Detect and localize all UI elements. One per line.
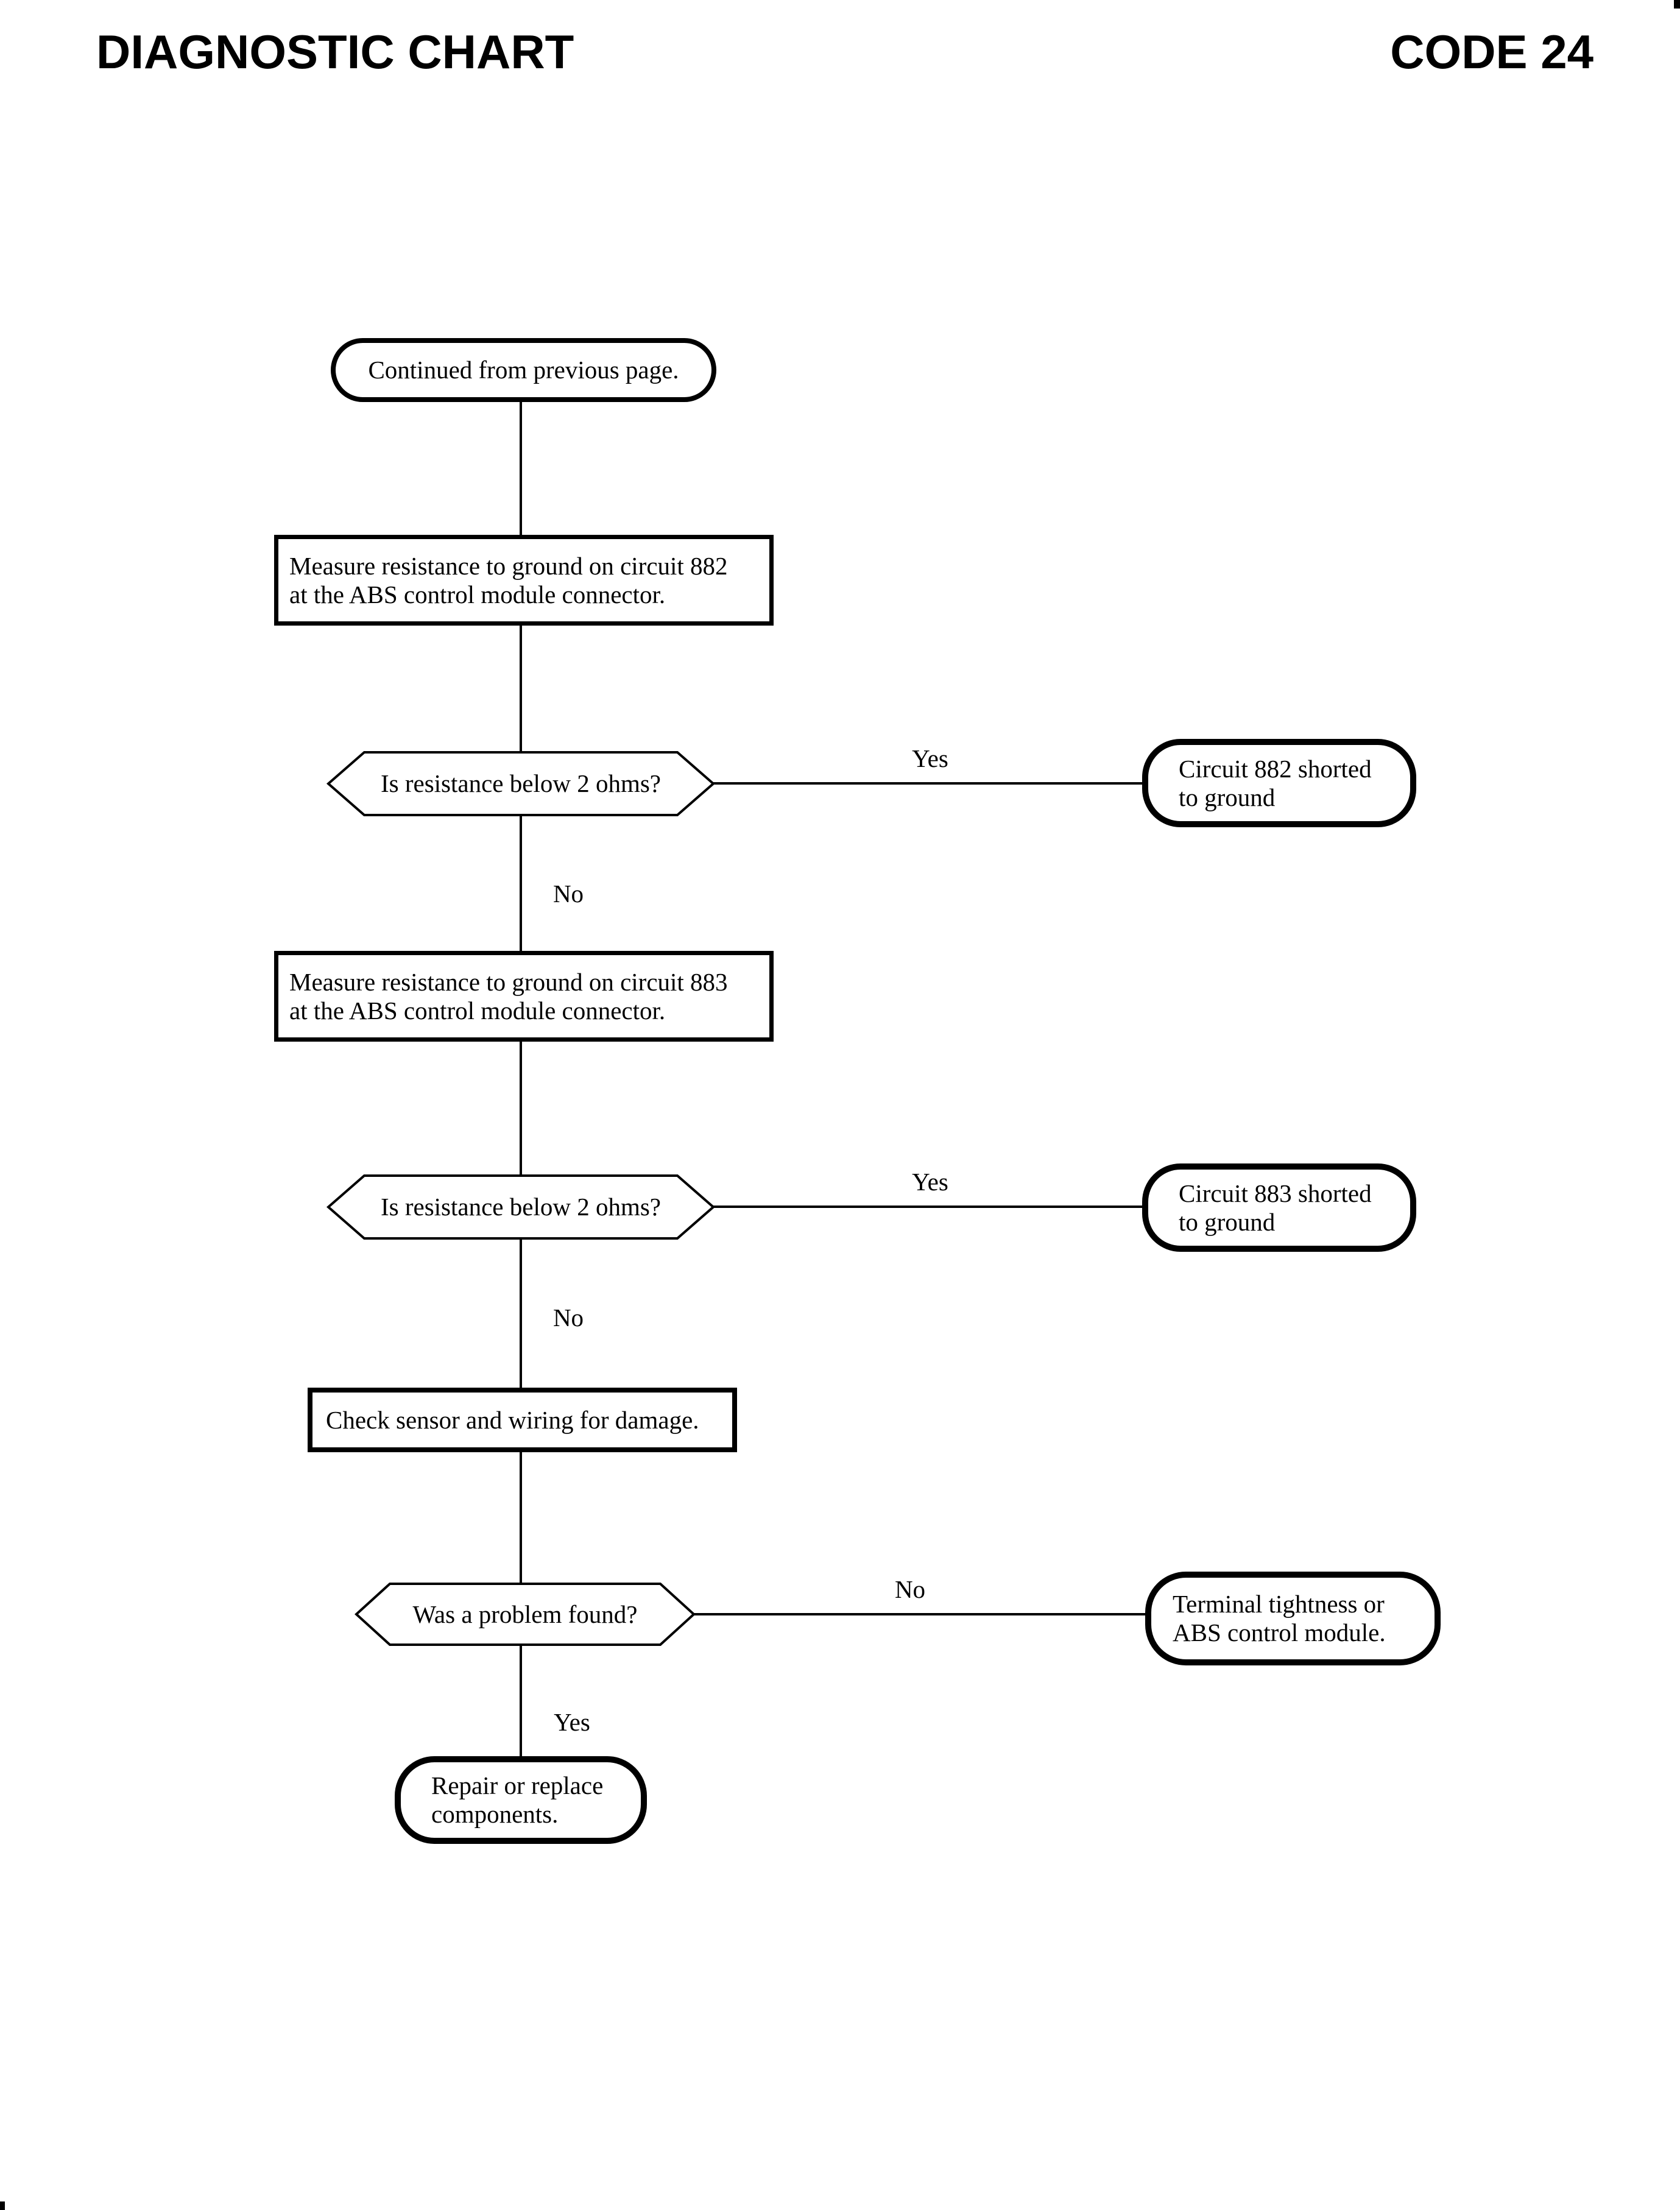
measure883-process-shape — [274, 951, 774, 1042]
repair-terminator-label: Repair or replace components. — [431, 1756, 638, 1844]
problem-yes-label: Yes — [554, 1708, 590, 1736]
decision883-text: Is resistance below 2 ohms? — [381, 1193, 661, 1221]
check-process-label: Check sensor and wiring for damage. — [326, 1388, 728, 1452]
decision882-label: Is resistance below 2 ohms? — [328, 752, 713, 815]
problem-text: Was a problem found? — [412, 1600, 638, 1628]
shorted882-terminator-shape — [1142, 739, 1416, 827]
decision882-yes-label: Yes — [912, 744, 948, 772]
problem-decision-label: Was a problem found? — [356, 1584, 694, 1645]
shorted882-line1: Circuit 882 shorted — [1179, 754, 1372, 783]
shorted882-terminator-label: Circuit 882 shorted to ground — [1179, 739, 1404, 827]
decision883-hexagon-shape — [326, 1174, 716, 1240]
problem-hexagon-shape — [355, 1583, 696, 1646]
measure883-process-label: Measure resistance to ground on circuit … — [289, 951, 764, 1042]
shorted882-line2: to ground — [1179, 783, 1276, 811]
measure883-line2: at the ABS control module connector. — [289, 996, 666, 1025]
shorted883-terminator-label: Circuit 883 shorted to ground — [1179, 1163, 1404, 1252]
page-title: DIAGNOSTIC CHART — [96, 25, 574, 79]
measure882-line1: Measure resistance to ground on circuit … — [289, 551, 728, 580]
check-process-shape — [308, 1388, 737, 1452]
shorted883-terminator-shape — [1142, 1163, 1416, 1252]
measure882-process-shape — [274, 535, 774, 626]
shorted883-line1: Circuit 883 shorted — [1179, 1179, 1372, 1207]
measure883-line1: Measure resistance to ground on circuit … — [289, 967, 728, 996]
decision882-hexagon-shape — [326, 751, 716, 816]
check-text: Check sensor and wiring for damage. — [326, 1405, 699, 1434]
scan-artifact-bottom-left — [0, 2201, 5, 2210]
terminal-line1: Terminal tightness or — [1173, 1590, 1385, 1618]
decision883-label: Is resistance below 2 ohms? — [328, 1176, 713, 1238]
scan-artifact-top-right — [1674, 0, 1680, 9]
repair-line1: Repair or replace — [431, 1771, 604, 1799]
decision883-yes-label: Yes — [912, 1168, 948, 1196]
decision882-no-label: No — [552, 880, 584, 908]
shorted883-line2: to ground — [1179, 1207, 1276, 1236]
terminal-terminator-label: Terminal tightness or ABS control module… — [1173, 1572, 1428, 1665]
start-terminator-shape — [331, 338, 716, 402]
decision882-text: Is resistance below 2 ohms? — [381, 769, 661, 797]
repair-terminator-shape — [395, 1756, 647, 1844]
start-terminator-label: Continued from previous page. — [331, 338, 716, 402]
terminal-line2: ABS control module. — [1173, 1619, 1386, 1647]
problem-no-label: No — [894, 1575, 926, 1603]
terminal-terminator-shape — [1145, 1572, 1441, 1665]
measure882-line2: at the ABS control module connector. — [289, 580, 666, 609]
repair-line2: components. — [431, 1800, 559, 1828]
measure882-process-label: Measure resistance to ground on circuit … — [289, 535, 764, 626]
start-terminator-text: Continued from previous page. — [368, 356, 679, 384]
code-number: CODE 24 — [1390, 25, 1594, 79]
decision883-no-label: No — [552, 1304, 584, 1332]
